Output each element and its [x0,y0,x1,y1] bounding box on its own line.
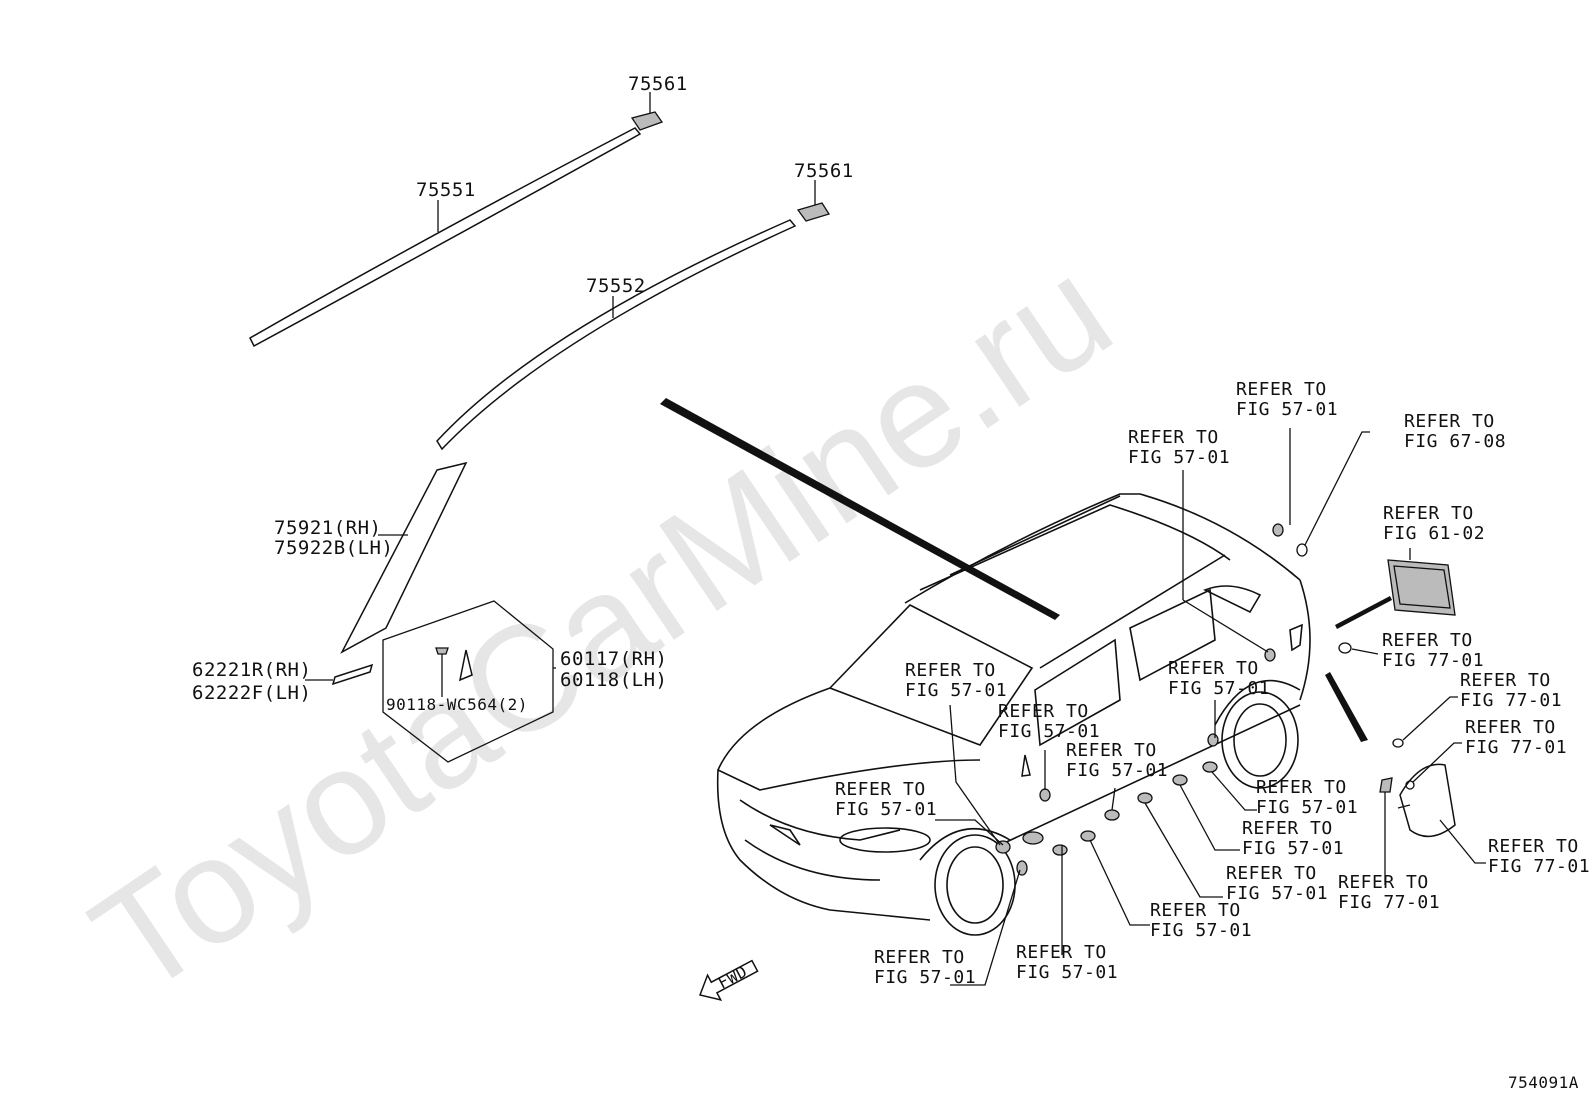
svg-text:FIG 77-01: FIG 77-01 [1488,856,1590,877]
label-75922b: 75922B(LH) [274,537,393,559]
svg-text:FIG 77-01: FIG 77-01 [1460,690,1562,711]
svg-text:FIG 61-02: FIG 61-02 [1383,523,1485,544]
svg-text:REFER TO: REFER TO [1460,670,1551,691]
rear-leader-bar [1325,672,1368,742]
roof-leader-bar [660,398,1060,620]
ref-callout-19: REFER TO FIG 57-01 [1016,942,1118,983]
label-75561-lower: 75561 [794,160,854,182]
svg-text:REFER TO: REFER TO [1338,872,1429,893]
label-75561-upper: 75561 [628,73,688,95]
ref-callout-16: REFER TO FIG 57-01 [1242,818,1344,859]
roof-molding-75552 [436,219,797,451]
svg-text:REFER TO: REFER TO [835,779,926,800]
ref-callout-10: REFER TO FIG 57-01 [1168,658,1270,699]
rear-lamp-component [1387,559,1456,616]
svg-text:FIG 57-01: FIG 57-01 [1016,962,1118,983]
ref-callout-06: REFER TO FIG 77-01 [1460,670,1562,711]
roof-molding-75551 [249,127,642,348]
ref-callout-09: REFER TO FIG 77-01 [1338,872,1440,913]
svg-text:FIG 57-01: FIG 57-01 [1226,883,1328,904]
svg-text:FIG 57-01: FIG 57-01 [1168,678,1270,699]
svg-text:FIG 77-01: FIG 77-01 [1465,737,1567,758]
svg-text:REFER TO: REFER TO [1242,818,1333,839]
svg-text:REFER TO: REFER TO [1383,503,1474,524]
pillar-seal [305,663,374,686]
label-60117: 60117(RH) [560,648,667,670]
svg-text:FIG 57-01: FIG 57-01 [1150,920,1252,941]
svg-text:REFER TO: REFER TO [1236,379,1327,400]
clip-75561-lower [796,180,831,222]
svg-text:FIG 77-01: FIG 77-01 [1382,650,1484,671]
fuel-lid [1397,763,1456,838]
svg-text:FIG 77-01: FIG 77-01 [1338,892,1440,913]
label-75551: 75551 [416,179,476,201]
body-clips [995,523,1415,876]
svg-text:REFER TO: REFER TO [1226,863,1317,884]
callout-leaders [935,428,1486,986]
svg-text:REFER TO: REFER TO [998,701,1089,722]
ref-callout-08: REFER TO FIG 77-01 [1488,836,1590,877]
label-75921: 75921(RH) [274,517,381,539]
label-90118: 90118-WC564(2) [386,695,528,714]
svg-text:REFER TO: REFER TO [1465,717,1556,738]
clip-75561-upper [630,92,664,131]
ref-callout-07: REFER TO FIG 77-01 [1465,717,1567,758]
watermark: ToyotaCarMine.ru [64,225,1139,1026]
svg-text:REFER TO: REFER TO [1256,777,1347,798]
ref-callout-11: REFER TO FIG 57-01 [905,660,1007,701]
ref-callout-03: REFER TO FIG 67-08 [1404,411,1506,452]
label-62221r: 62221R(RH) [192,659,311,681]
svg-text:REFER TO: REFER TO [1128,427,1219,448]
svg-text:FIG 57-01: FIG 57-01 [1242,838,1344,859]
ref-callout-20: REFER TO FIG 57-01 [874,947,976,988]
garnish-detail-box [382,600,556,763]
svg-text:FIG 57-01: FIG 57-01 [1236,399,1338,420]
ref-callout-01: REFER TO FIG 57-01 [1236,379,1338,420]
rear-wheel-icon [1221,691,1299,789]
svg-text:FIG 57-01: FIG 57-01 [1128,447,1230,468]
ref-callout-17: REFER TO FIG 57-01 [1226,863,1328,904]
svg-text:FIG 57-01: FIG 57-01 [998,721,1100,742]
svg-text:REFER TO: REFER TO [1488,836,1579,857]
figure-code: 754091A [1508,1073,1579,1092]
svg-text:REFER TO: REFER TO [1382,630,1473,651]
ref-callout-13: REFER TO FIG 57-01 [1066,740,1168,781]
ref-callout-14: REFER TO FIG 57-01 [835,779,937,820]
ref-callout-12: REFER TO FIG 57-01 [998,701,1100,742]
lamp-leader-bar [1335,596,1392,629]
svg-text:REFER TO: REFER TO [1066,740,1157,761]
ref-callout-18: REFER TO FIG 57-01 [1150,900,1252,941]
vehicle-outline [716,493,1311,936]
label-60118: 60118(LH) [560,669,667,691]
screw-icon [435,647,449,655]
ref-callout-04: REFER TO FIG 61-02 [1383,503,1485,544]
svg-text:FIG 57-01: FIG 57-01 [1256,797,1358,818]
svg-text:REFER TO: REFER TO [874,947,965,968]
forward-direction-arrow: FWD [698,959,759,1001]
garnish-piece [458,649,473,682]
label-75552: 75552 [586,275,646,297]
svg-text:FIG 67-08: FIG 67-08 [1404,431,1506,452]
svg-text:FIG 57-01: FIG 57-01 [874,967,976,988]
svg-text:REFER TO: REFER TO [1150,900,1241,921]
svg-text:FIG 57-01: FIG 57-01 [1066,760,1168,781]
svg-text:REFER TO: REFER TO [905,660,996,681]
svg-text:FIG 57-01: FIG 57-01 [905,680,1007,701]
ref-callout-15: REFER TO FIG 57-01 [1256,777,1358,818]
svg-text:REFER TO: REFER TO [1168,658,1259,679]
ref-callout-02: REFER TO FIG 57-01 [1128,427,1230,468]
label-62222f: 62222F(LH) [192,682,311,704]
headlamp-icon [839,827,931,853]
svg-text:REFER TO: REFER TO [1404,411,1495,432]
pillar-garnish [340,461,468,654]
svg-text:FIG 57-01: FIG 57-01 [835,799,937,820]
ref-callout-05: REFER TO FIG 77-01 [1382,630,1484,671]
svg-text:REFER TO: REFER TO [1016,942,1107,963]
